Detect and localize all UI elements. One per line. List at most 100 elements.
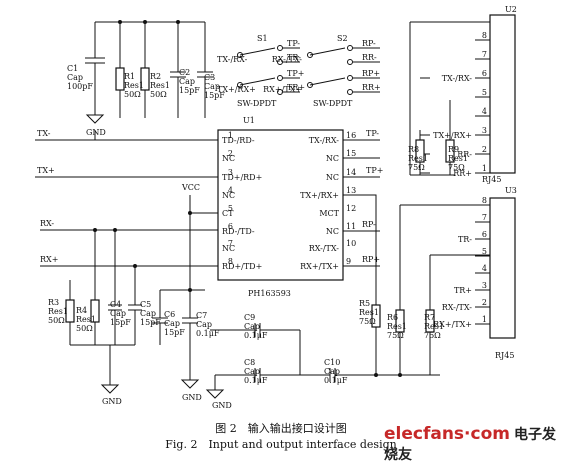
component-value: 15pF <box>110 318 131 327</box>
u1-pin-number: 8 <box>228 257 233 266</box>
u3-pin-name: RX-/TX- <box>442 303 473 312</box>
u2-pin-number: 2 <box>482 145 487 154</box>
component-type: Res1 <box>448 154 468 163</box>
u1-pin-number: 9 <box>346 257 351 266</box>
s2-ref: S2 <box>337 34 348 43</box>
s2-left-label: RX+/TX+ <box>263 85 302 94</box>
figure-caption-zh: 图 2 输入输出接口设计图 <box>215 422 347 435</box>
component-value: 0.1μF <box>324 376 348 385</box>
u1-pin-name: CT <box>222 209 234 218</box>
bottom-left-filter <box>65 228 205 394</box>
u3-pin-name: RX+/TX+ <box>433 320 472 329</box>
component-value: 50Ω <box>76 324 93 333</box>
net-rp: RP- <box>362 220 376 229</box>
component-value: 75Ω <box>408 163 425 172</box>
u1-pin-name: RX+/TX+ <box>300 262 339 271</box>
u1-pin-name: RD-/TD- <box>222 227 255 236</box>
u1-pin-name: TD+/RD+ <box>222 173 262 182</box>
top-filter-group <box>85 20 213 124</box>
component-ref: C2 <box>179 68 190 77</box>
s1-right-label: TR- <box>287 53 301 62</box>
gnd-label: GND <box>182 393 202 402</box>
gnd-symbol <box>85 114 105 124</box>
u2-pin-name: TX-/RX- <box>442 74 473 83</box>
u1-pin-number: 10 <box>346 239 356 248</box>
coupling-caps <box>205 323 440 399</box>
u1-pin-name: MCT <box>319 209 339 218</box>
component-type: Cap <box>179 77 195 86</box>
gnd-symbol <box>205 389 225 399</box>
component-type: Res1 <box>387 322 407 331</box>
u1-pin-number: 5 <box>228 204 233 213</box>
u1-pin-name: NC <box>222 191 235 200</box>
u3-name: RJ45 <box>495 351 514 360</box>
u1-ref: U1 <box>243 116 255 125</box>
component-type: Res1 <box>124 81 144 90</box>
u2-pin-name: RR+ <box>453 169 472 178</box>
u1-pin-number: 3 <box>228 168 233 177</box>
component-value: 75Ω <box>387 331 404 340</box>
u3-pin-number: 8 <box>482 196 487 205</box>
gnd-symbol <box>180 379 200 389</box>
u1-pin-name: NC <box>326 173 339 182</box>
u1-pin-name: NC <box>326 154 339 163</box>
figure-caption-en: Fig. 2 Input and output interface design <box>165 438 397 451</box>
net-rp-plus: RP+ <box>362 255 380 264</box>
u1-pin-name: TD-/RD- <box>222 136 255 145</box>
u1-pin-number: 15 <box>346 149 356 158</box>
s1-right-label: TP- <box>287 39 300 48</box>
u2-pin-number: 8 <box>482 31 487 40</box>
component-ref: R1 <box>124 72 135 81</box>
u3-pin-number: 2 <box>482 298 487 307</box>
u1-pin-name: NC <box>222 154 235 163</box>
switch-s2 <box>307 45 380 95</box>
component-ref: C3 <box>204 73 215 82</box>
u3-ref: U3 <box>505 186 517 195</box>
u2-pin-number: 7 <box>482 50 487 59</box>
u1-left-wires <box>35 130 218 290</box>
u1-pin-number: 7 <box>228 239 233 248</box>
u1-pin-number: 13 <box>346 186 356 195</box>
u2-pin-number: 5 <box>482 88 487 97</box>
u2-ref: U2 <box>505 5 517 14</box>
net-rx-plus: RX+ <box>40 255 58 264</box>
component-ref: R9 <box>448 145 459 154</box>
component-value: 15pF <box>164 328 185 337</box>
s1-left-label: TX-/RX- <box>217 55 248 64</box>
net-rx-minus: RX- <box>40 219 54 228</box>
u1-pin-name: NC <box>222 244 235 253</box>
u1-pin-name: RD+/TD+ <box>222 262 262 271</box>
component-type: Cap <box>164 319 180 328</box>
component-type: Cap <box>67 73 83 82</box>
component-value: 0.1μF <box>244 376 268 385</box>
u1-pin-number: 4 <box>228 186 233 195</box>
s1-left-label: TX+/RX+ <box>217 85 256 94</box>
component-ref: C4 <box>110 300 121 309</box>
component-ref: C1 <box>67 64 78 73</box>
component-value: 15pF <box>204 91 225 100</box>
s1-ref: S1 <box>257 34 268 43</box>
component-type: Res1 <box>48 307 68 316</box>
switch-s1 <box>237 45 300 95</box>
net-tx-minus: TX- <box>37 129 51 138</box>
component-value: 15pF <box>179 86 200 95</box>
component-type: Cap <box>110 309 126 318</box>
u2-pin-number: 3 <box>482 126 487 135</box>
u2-name: RJ45 <box>482 175 501 184</box>
u3-pin-number: 3 <box>482 281 487 290</box>
component-value: 0.1μF <box>244 331 268 340</box>
component-type: Res1 <box>424 322 444 331</box>
component-ref: R7 <box>424 313 435 322</box>
gnd-label: GND <box>102 397 122 406</box>
u1-chip: 1TD-/RD-2NC3TD+/RD+4NC5CT6RD-/TD-7NC8RD+… <box>217 129 356 281</box>
u3-pin-number: 6 <box>482 230 487 239</box>
s2-right-label: RR- <box>362 53 377 62</box>
s2-right-label: RP- <box>362 39 376 48</box>
s1-right-label: TP+ <box>287 69 304 78</box>
component-type: Res1 <box>76 315 96 324</box>
component-type: Cap <box>140 309 156 318</box>
component-type: Cap <box>204 82 220 91</box>
